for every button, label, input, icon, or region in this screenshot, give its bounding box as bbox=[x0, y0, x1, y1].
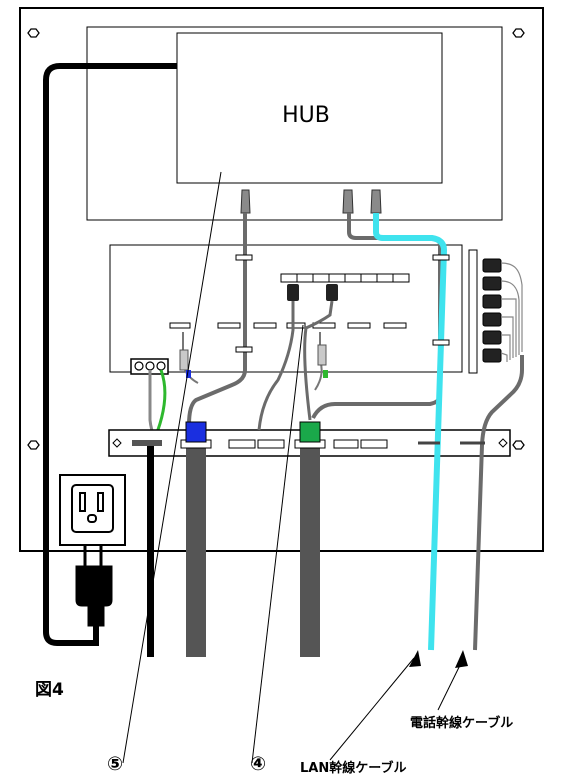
hub-label: HUB bbox=[282, 103, 330, 128]
hub-port-connector bbox=[342, 189, 354, 214]
blue-cable-clamp bbox=[185, 421, 207, 443]
vertical-patch-panel bbox=[468, 249, 478, 374]
green-cable-clamp bbox=[299, 421, 321, 443]
thick-cable-left bbox=[186, 445, 206, 657]
dashed-separator bbox=[169, 322, 407, 329]
leader-line-4 bbox=[251, 324, 304, 764]
power-plug bbox=[75, 545, 113, 627]
hub-port-connector bbox=[240, 189, 251, 214]
arrow-heads bbox=[409, 650, 468, 668]
power-trunk-cable bbox=[147, 445, 154, 657]
patch-panel-area bbox=[109, 244, 463, 373]
patch-jacks bbox=[482, 258, 502, 363]
mounting-hole-icon bbox=[27, 28, 40, 38]
hub-connectors bbox=[240, 189, 382, 214]
outlet-face bbox=[71, 484, 114, 533]
callout-4: ④ bbox=[250, 753, 266, 775]
callout-lan-trunk: LAN幹線ケーブル bbox=[300, 760, 406, 776]
hub-cable-green bbox=[311, 213, 442, 419]
callout-phone-trunk: 電話幹線ケーブル bbox=[410, 715, 513, 731]
thick-cable-right bbox=[300, 445, 320, 657]
mounting-hole-icon bbox=[27, 440, 40, 450]
hub-port-connector bbox=[370, 189, 382, 214]
power-cord bbox=[43, 63, 177, 646]
leader-line-lan bbox=[329, 657, 415, 761]
mounting-hole-icon bbox=[512, 440, 525, 450]
mounting-holes bbox=[27, 28, 525, 450]
callout-5: ⑤ bbox=[107, 753, 123, 775]
phone-uplink-cable bbox=[473, 355, 524, 651]
figure-label: 図4 bbox=[35, 680, 64, 700]
mounting-hole-icon bbox=[512, 28, 525, 38]
hub-cable-blue bbox=[187, 213, 247, 426]
lan-uplink-cable bbox=[373, 213, 448, 651]
outlet-slots bbox=[79, 492, 104, 523]
leader-line-5 bbox=[122, 171, 222, 764]
hub-device bbox=[176, 32, 443, 184]
rj-connectors bbox=[287, 284, 338, 301]
